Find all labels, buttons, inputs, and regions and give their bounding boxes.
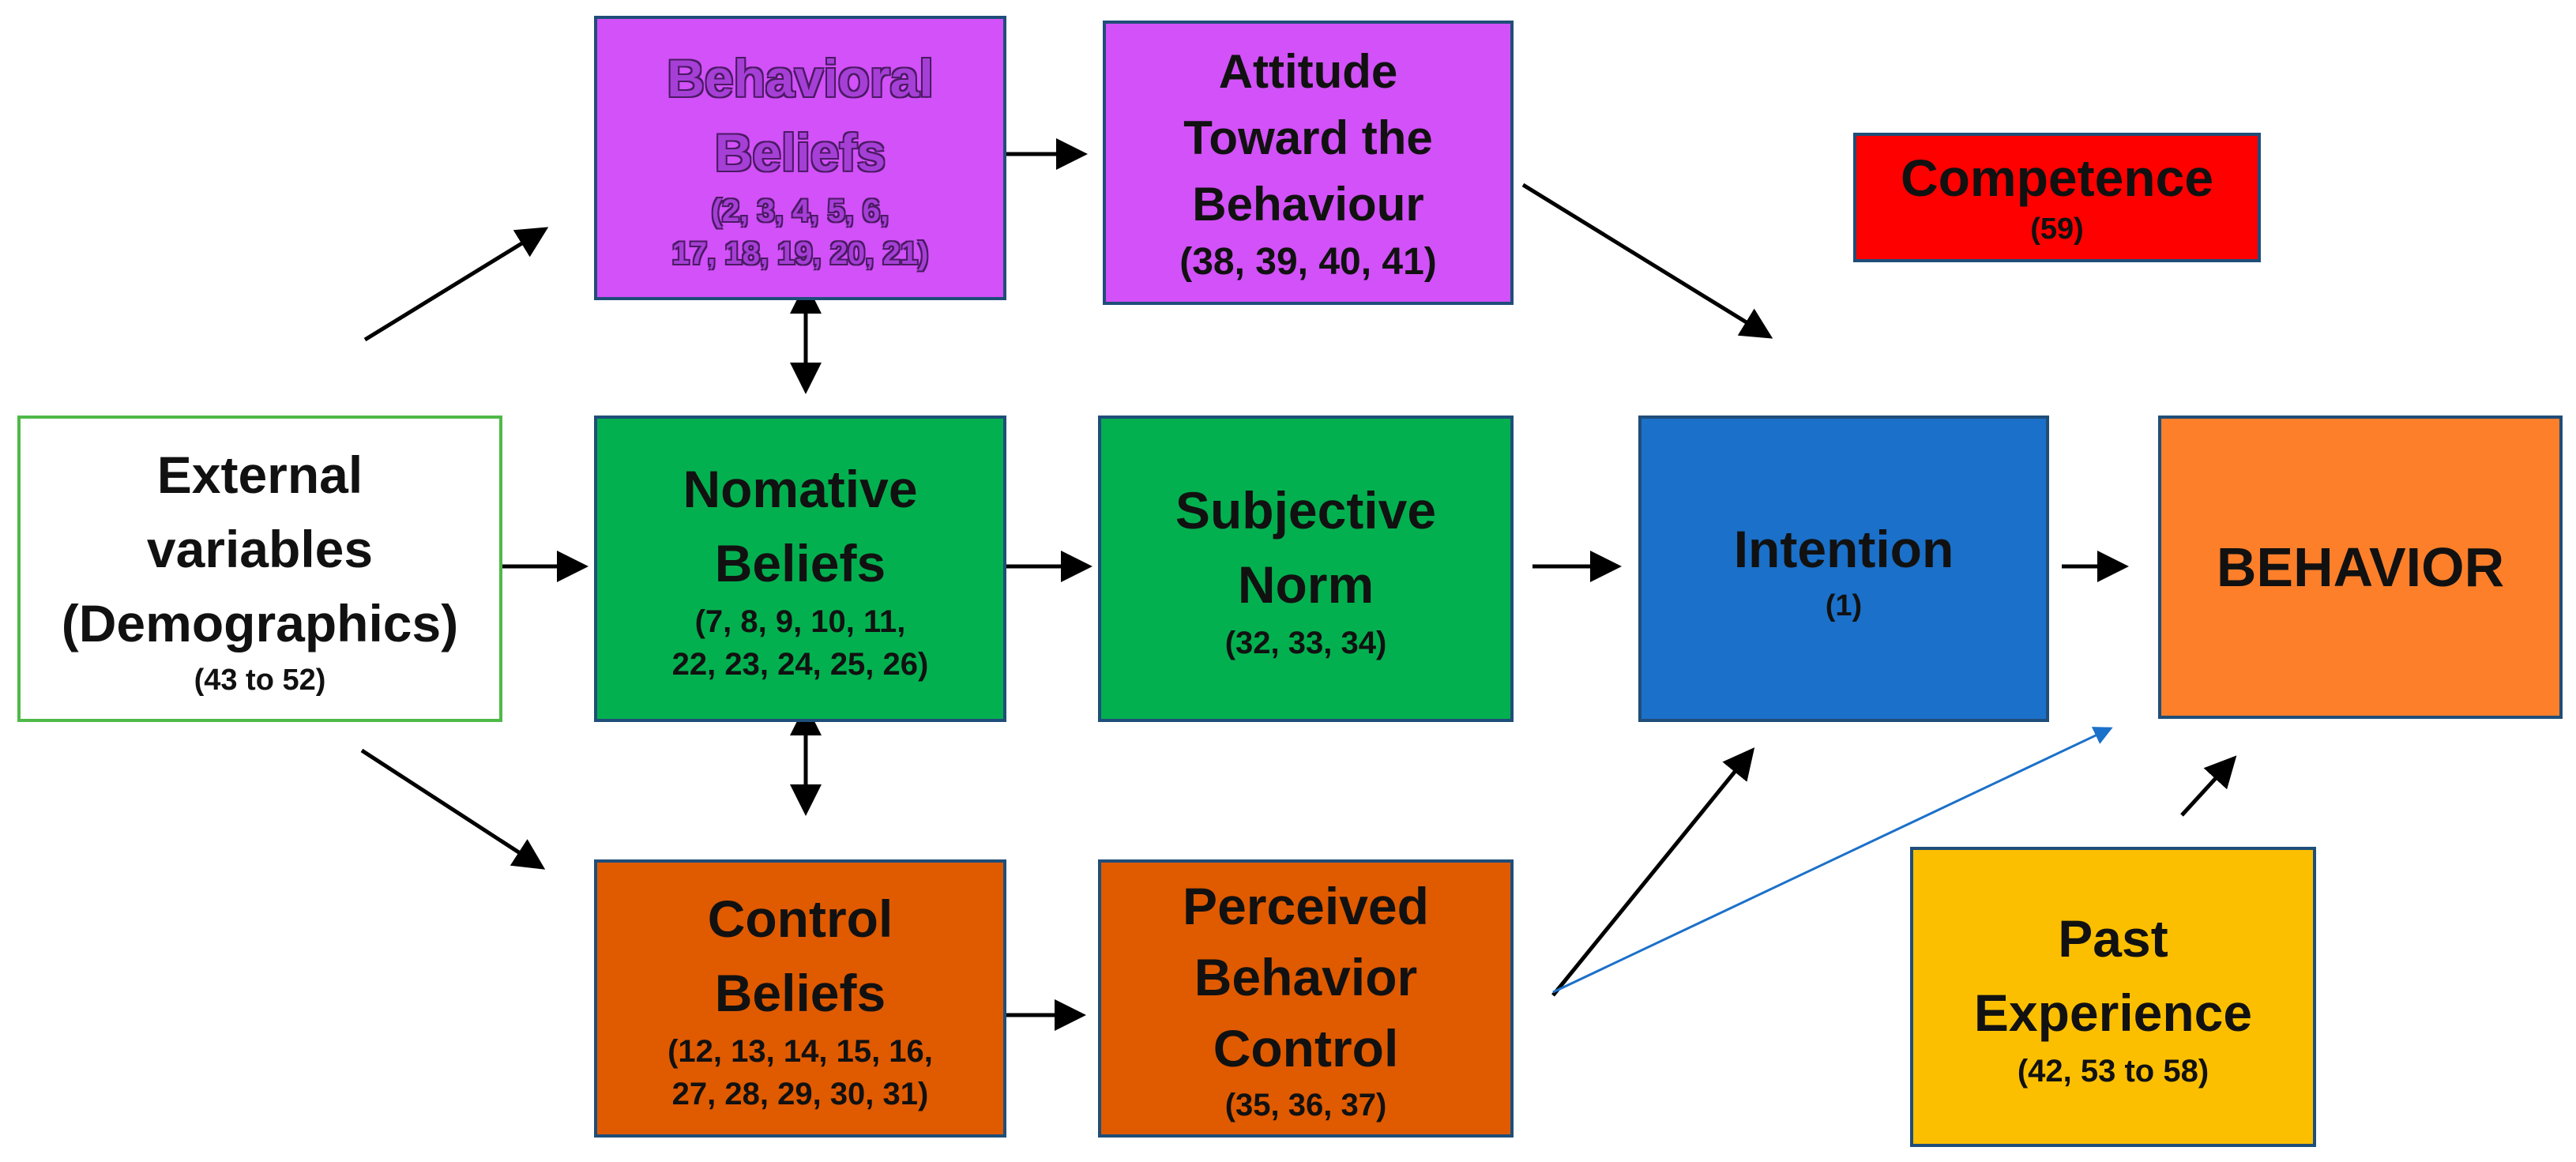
node-title: Control Beliefs <box>707 889 893 1022</box>
arrow-perceived-to-behavior <box>1552 727 2113 994</box>
node-items: (1) <box>1825 589 1863 622</box>
node-items: (7, 8, 9, 10, 11, 22, 23, 24, 25, 26) <box>671 604 929 682</box>
node-items: (32, 33, 34) <box>1224 626 1387 660</box>
node-title: External variables (Demographics) <box>61 446 459 652</box>
node-title: Nomative Beliefs <box>683 460 918 592</box>
arrow-external-to-control <box>360 748 546 870</box>
node-behavioral-beliefs: Behavioral Beliefs (2, 3, 4, 5, 6, 17, 1… <box>594 16 1006 300</box>
node-items: (42, 53 to 58) <box>2017 1054 2209 1089</box>
node-items: (38, 39, 40, 41) <box>1179 241 1437 283</box>
node-attitude-toward-behaviour: Attitude Toward the Behaviour (38, 39, 4… <box>1103 21 1514 305</box>
node-title: Perceived Behavior Control <box>1183 877 1429 1077</box>
node-items: (35, 36, 37) <box>1224 1088 1387 1123</box>
node-external-variables: External variables (Demographics) (43 to… <box>17 416 502 722</box>
node-behavior: BEHAVIOR <box>2158 416 2563 719</box>
node-normative-beliefs: Nomative Beliefs (7, 8, 9, 10, 11, 22, 2… <box>594 416 1006 722</box>
node-title: Subjective Norm <box>1175 481 1437 614</box>
node-past-experience: Past Experience (42, 53 to 58) <box>1910 847 2316 1147</box>
node-title: Behavioral Beliefs <box>667 49 934 182</box>
node-title: Competence <box>1900 149 2214 207</box>
node-items: (59) <box>2030 212 2084 246</box>
node-title: Intention <box>1733 520 1954 578</box>
arrow-past-to-behavior <box>2180 755 2237 817</box>
node-title: BEHAVIOR <box>2216 536 2505 598</box>
arrow-external-to-behavioral <box>363 227 549 342</box>
arrow-perceived-to-intention <box>1551 747 1755 997</box>
node-intention: Intention (1) <box>1638 416 2049 722</box>
node-items: (43 to 52) <box>194 664 326 697</box>
node-perceived-behavior-control: Perceived Behavior Control (35, 36, 37) <box>1098 859 1514 1138</box>
node-title: Attitude Toward the Behaviour <box>1183 45 1433 231</box>
node-items: (2, 3, 4, 5, 6, 17, 18, 19, 20, 21) <box>671 194 929 271</box>
node-competence: Competence (59) <box>1853 133 2261 262</box>
node-subjective-norm: Subjective Norm (32, 33, 34) <box>1098 416 1514 722</box>
node-title: Past Experience <box>1973 909 2253 1042</box>
node-control-beliefs: Control Beliefs (12, 13, 14, 15, 16, 27,… <box>594 859 1006 1138</box>
arrow-attitude-to-intention <box>1521 182 1773 339</box>
node-items: (12, 13, 14, 15, 16, 27, 28, 29, 30, 31) <box>668 1034 933 1111</box>
